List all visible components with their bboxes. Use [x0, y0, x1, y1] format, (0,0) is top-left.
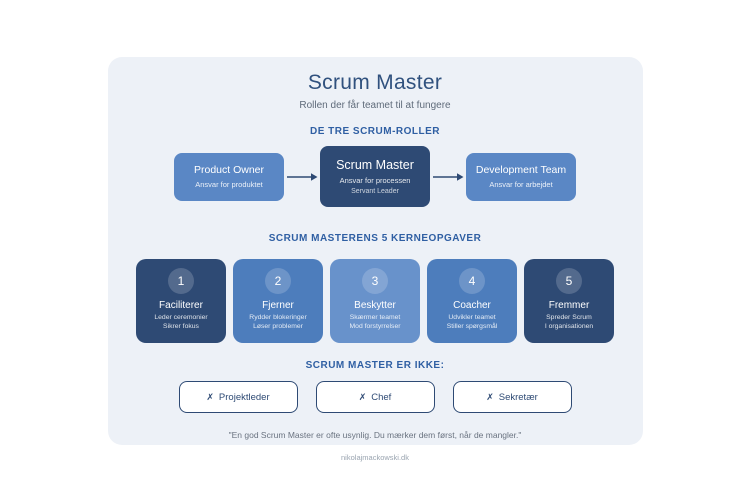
quote-text: "En god Scrum Master er ofte usynlig. Du… — [228, 430, 522, 440]
not-section-header: SCRUM MASTER ER IKKE: — [305, 360, 445, 371]
role-subtitle: Ansvar for produktet — [195, 180, 263, 189]
tasks-section-header: SCRUM MASTERENS 5 KERNEOPGAVER — [268, 233, 482, 244]
task-card-beskytter: 3 Beskytter Skærmer teamet Mod forstyrre… — [330, 259, 420, 343]
task-title: Fjerner — [262, 300, 294, 311]
role-product-owner: Product Owner Ansvar for produktet — [174, 152, 284, 201]
tasks-row: 1 Faciliterer Leder ceremonier Sikrer fo… — [136, 259, 614, 343]
task-number-badge: 3 — [362, 268, 388, 294]
role-title: Development Team — [475, 164, 567, 176]
not-item-label: Projektleder — [218, 391, 270, 403]
task-detail-line: Leder ceremonier — [154, 314, 208, 321]
role-subtitle-2: Servant Leader — [351, 188, 399, 195]
task-title: Coacher — [453, 300, 491, 311]
role-scrum-master: Scrum Master Ansvar for processen Servan… — [320, 146, 430, 207]
roles-row: Product Owner Ansvar for produktet Scrum… — [174, 146, 576, 207]
task-detail-line: Stiller spørgsmål — [446, 323, 498, 330]
page-subtitle: Rollen der får teamet til at fungere — [299, 100, 451, 111]
role-subtitle: Ansvar for processen — [339, 176, 411, 185]
task-number-badge: 1 — [168, 268, 194, 294]
not-row: ✗ Projektleder ✗ Chef ✗ Sekretær — [178, 381, 572, 413]
task-number-badge: 5 — [556, 268, 582, 294]
task-number-badge: 2 — [265, 268, 291, 294]
role-title: Scrum Master — [336, 158, 414, 172]
page-title: Scrum Master — [307, 71, 443, 94]
task-detail-line: Spreder Scrum — [546, 314, 592, 321]
not-item-label: Sekretær — [498, 391, 538, 403]
task-detail-line: Sikrer fokus — [163, 323, 199, 330]
task-detail-line: Rydder blokeringer — [249, 314, 307, 321]
x-mark-icon: ✗ — [358, 391, 367, 402]
task-detail-line: I organisationen — [544, 323, 594, 330]
credit-text: nikolajmackowski.dk — [341, 453, 409, 462]
role-development-team: Development Team Ansvar for arbejdet — [466, 152, 576, 201]
scrum-master-poster: Scrum Master Rollen der får teamet til a… — [107, 57, 643, 462]
task-detail-line: Skærmer teamet — [349, 314, 401, 321]
arrow-right-icon — [286, 172, 318, 182]
task-card-faciliterer: 1 Faciliterer Leder ceremonier Sikrer fo… — [136, 259, 226, 343]
not-item-label: Chef — [371, 391, 392, 403]
task-number-badge: 4 — [459, 268, 485, 294]
role-subtitle: Ansvar for arbejdet — [489, 180, 553, 189]
task-title: Fremmer — [548, 300, 590, 311]
x-mark-icon: ✗ — [206, 391, 214, 402]
not-item-projektleder: ✗ Projektleder — [178, 381, 298, 413]
not-item-chef: ✗ Chef — [315, 381, 435, 413]
task-card-coacher: 4 Coacher Udvikler teamet Stiller spørgs… — [427, 259, 517, 343]
role-title: Product Owner — [193, 164, 265, 176]
not-item-sekretaer: ✗ Sekretær — [452, 381, 572, 413]
task-detail-line: Udvikler teamet — [448, 314, 496, 321]
task-title: Beskytter — [354, 300, 396, 311]
task-title: Faciliterer — [159, 300, 203, 311]
task-card-fjerner: 2 Fjerner Rydder blokeringer Løser probl… — [233, 259, 323, 343]
x-mark-icon: ✗ — [486, 391, 494, 402]
task-detail-line: Løser problemer — [253, 323, 303, 330]
roles-section-header: DE TRE SCRUM-ROLLER — [309, 126, 441, 137]
task-card-fremmer: 5 Fremmer Spreder Scrum I organisationen — [524, 259, 614, 343]
task-detail-line: Mod forstyrrelser — [349, 323, 401, 330]
arrow-right-icon — [432, 172, 464, 182]
